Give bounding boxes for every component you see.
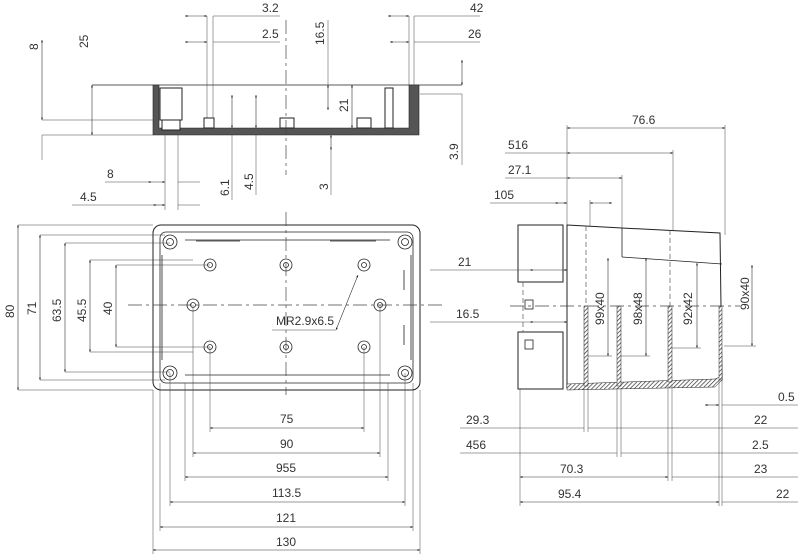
dim-95-4: 95.4 [558,487,582,501]
dim-3-2: 3.2 [262,1,279,15]
dim-0-5: 0.5 [778,390,795,404]
front-view: MR2.9x6.5 80 71 63.5 45.5 40 75 90 955 1… [3,212,442,554]
dim-4-5-post: 4.5 [80,190,97,204]
section-view: 3.2 2.5 16.5 42 26 8 25 21 3.9 8 4.5 6.1… [27,1,484,210]
dim-70-3: 70.3 [560,462,584,476]
side-view: 76.6 516 27.1 105 21 16.5 99x40 98x48 92… [430,113,798,506]
dim-42: 42 [470,1,484,15]
dim-21: 21 [458,255,472,269]
dim-456: 456 [466,438,486,452]
dim-113-5: 113.5 [272,486,301,500]
dim-3: 3 [317,183,331,190]
dim-4-5: 4.5 [242,173,256,190]
dim-25: 25 [77,34,91,48]
dim-2-5: 2.5 [752,438,769,452]
dim-516: 516 [508,138,528,152]
dim-105: 105 [494,188,514,202]
slot-90x40: 90x40 [738,277,752,310]
dim-21: 21 [337,98,351,112]
dim-121: 121 [276,511,296,525]
dim-22-b: 22 [776,487,790,501]
screw-label: MR2.9x6.5 [276,314,334,328]
slot-92x42: 92x42 [681,292,695,325]
dim-8-post: 8 [107,167,114,181]
dim-75: 75 [280,412,294,426]
dim-76-6: 76.6 [632,113,656,127]
dim-80: 80 [3,304,17,318]
dim-130: 130 [276,535,296,549]
dim-23: 23 [754,462,768,476]
slot-99x40: 99x40 [593,292,607,325]
slot-98x48: 98x48 [631,292,645,325]
dim-90: 90 [280,437,294,451]
dim-45-5: 45.5 [75,298,89,322]
dim-27-1: 27.1 [508,163,532,177]
dim-40: 40 [101,301,115,315]
dim-6-1: 6.1 [218,179,232,196]
dim-71: 71 [25,301,39,315]
dim-26: 26 [468,27,482,41]
dim-3-9: 3.9 [447,143,461,160]
dim-955: 955 [276,461,296,475]
dim-16-5: 16.5 [313,21,327,45]
dim-22-a: 22 [754,413,768,427]
dim-8: 8 [27,43,41,50]
dim-63-5: 63.5 [50,298,64,322]
dim-2-5: 2.5 [262,27,279,41]
dim-16-5: 16.5 [456,307,480,321]
dim-29-3: 29.3 [466,413,490,427]
